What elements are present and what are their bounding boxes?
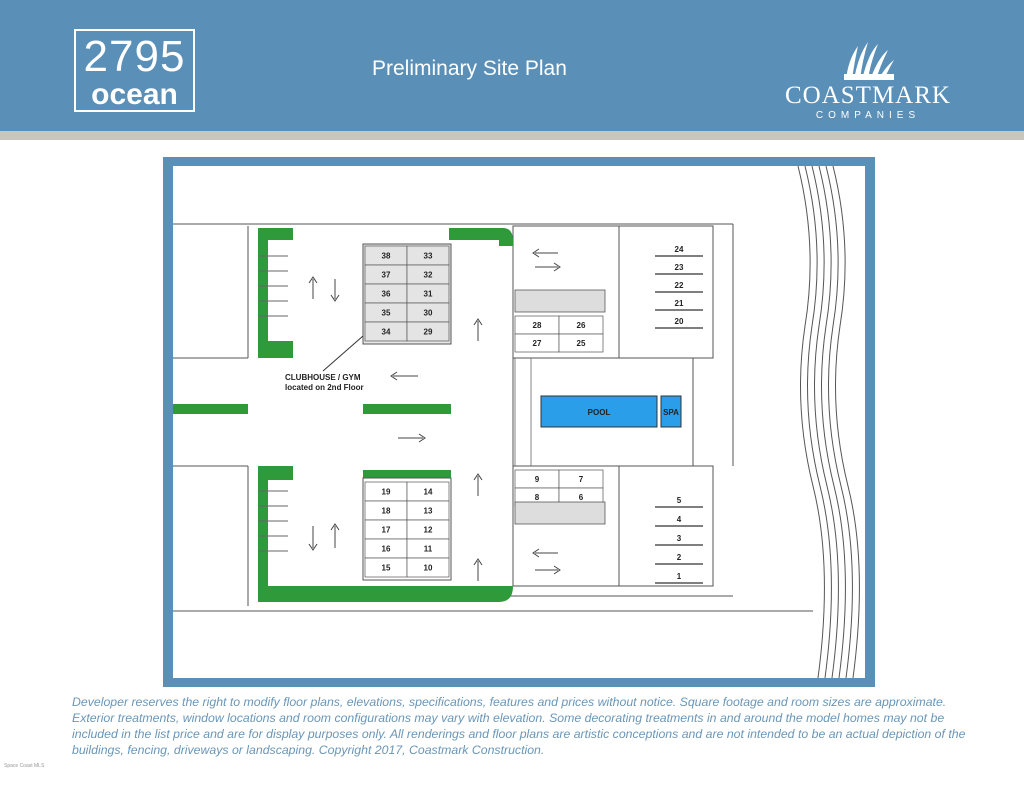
- unit-number: 10: [424, 564, 433, 573]
- unit-number: 28: [533, 321, 542, 330]
- unit-number: 14: [424, 488, 433, 497]
- unit-number: 3: [677, 534, 682, 543]
- unit-number: 18: [382, 507, 391, 516]
- unit-number: 24: [675, 245, 684, 254]
- clubhouse-sublabel: located on 2nd Floor: [285, 383, 364, 392]
- page-title: Preliminary Site Plan: [372, 57, 567, 80]
- pool: [540, 395, 658, 428]
- unit-number: 25: [577, 339, 586, 348]
- unit-number: 1: [677, 572, 682, 581]
- spa-label: SPA: [663, 408, 679, 417]
- clubhouse-label: CLUBHOUSE / GYM: [285, 373, 361, 382]
- unit-number: 30: [424, 309, 433, 318]
- unit-number: 2: [677, 553, 682, 562]
- unit-number: 16: [382, 545, 391, 554]
- unit-number: 38: [382, 252, 391, 261]
- unit-number: 32: [424, 271, 433, 280]
- unit-number: 20: [675, 317, 684, 326]
- unit-number: 31: [424, 290, 433, 299]
- logo-number: 2795: [83, 32, 186, 81]
- photo-credit: Space Coast MLS: [4, 763, 45, 769]
- unit-number: 34: [382, 328, 391, 337]
- unit-cell: [406, 557, 450, 578]
- unit-number: 5: [677, 496, 682, 505]
- unit-number: 37: [382, 271, 391, 280]
- traffic-arrows: [308, 248, 561, 581]
- clubhouse-leader: [322, 335, 364, 372]
- brand-name: COASTMARK: [785, 82, 951, 109]
- spa: [660, 395, 682, 428]
- garage-block-top: 38 33 37 32 36 31 35 30 34 29: [362, 243, 452, 345]
- unit-number: 21: [675, 299, 684, 308]
- unit-cell: [406, 321, 450, 342]
- stair-core: [514, 289, 606, 525]
- garage-block-bottom: 19 14 18 13 17 12 16 11 15 10: [362, 477, 452, 581]
- unit-number: 13: [424, 507, 433, 516]
- walkway: [514, 358, 532, 466]
- unit-number: 27: [533, 339, 542, 348]
- unit-number: 36: [382, 290, 391, 299]
- disclaimer-text: Developer reserves the right to modify f…: [72, 695, 966, 757]
- logo-2795-ocean: 2795 ocean: [74, 29, 195, 112]
- unit-number: 11: [424, 545, 433, 554]
- unit-number: 17: [382, 526, 391, 535]
- pool-label: POOL: [588, 408, 611, 417]
- header-divider: [0, 131, 1024, 140]
- unit-number: 35: [382, 309, 391, 318]
- unit-number: 19: [382, 488, 391, 497]
- unit-number: 6: [579, 493, 584, 502]
- unit-number: 33: [424, 252, 433, 261]
- unit-number: 22: [675, 281, 684, 290]
- header-bar: 2795 ocean Preliminary Site Plan COASTMA…: [0, 0, 1024, 131]
- shoreline: [797, 166, 860, 678]
- unit-number: 7: [579, 475, 584, 484]
- unit-number: 15: [382, 564, 391, 573]
- unit-number: 29: [424, 328, 433, 337]
- unit-number: 12: [424, 526, 433, 535]
- shell-icon: [844, 42, 894, 80]
- logo-word: ocean: [91, 78, 178, 111]
- coastmark-logo: COASTMARK COMPANIES: [770, 40, 966, 125]
- landscape-areas: [173, 228, 513, 602]
- unit-number: 4: [677, 515, 682, 524]
- unit-number: 23: [675, 263, 684, 272]
- unit-cell: [558, 333, 604, 353]
- unit-number: 26: [577, 321, 586, 330]
- unit-number: 9: [535, 475, 540, 484]
- brand-subtitle: COMPANIES: [815, 110, 921, 121]
- unit-number: 8: [535, 493, 540, 502]
